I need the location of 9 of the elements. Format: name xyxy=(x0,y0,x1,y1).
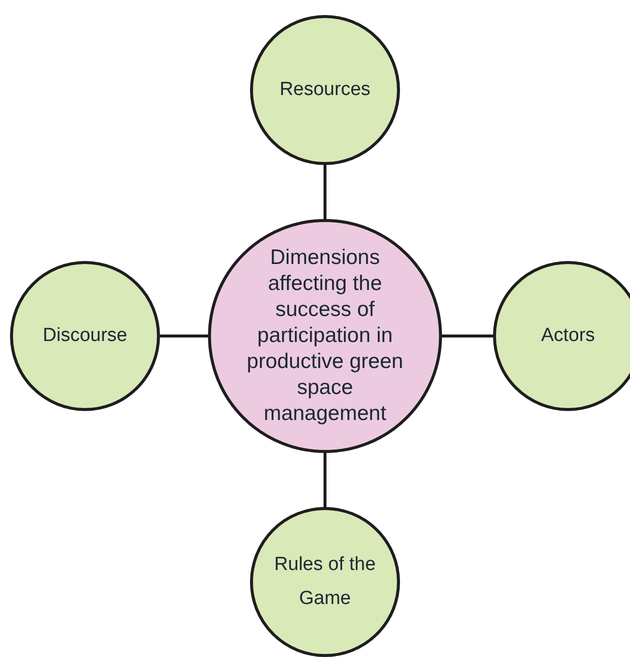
node-text: Resources xyxy=(280,78,370,102)
node-text: Dimensions affecting the success of participation in productive green space management xyxy=(246,245,404,427)
node-text: Rules of the Game xyxy=(273,553,377,611)
connector-line xyxy=(324,453,326,507)
connector-line xyxy=(324,165,326,219)
node-text: Actors xyxy=(541,324,595,348)
node-text: Discourse xyxy=(42,324,128,348)
connector-line xyxy=(160,334,208,338)
connector-line xyxy=(442,334,493,338)
